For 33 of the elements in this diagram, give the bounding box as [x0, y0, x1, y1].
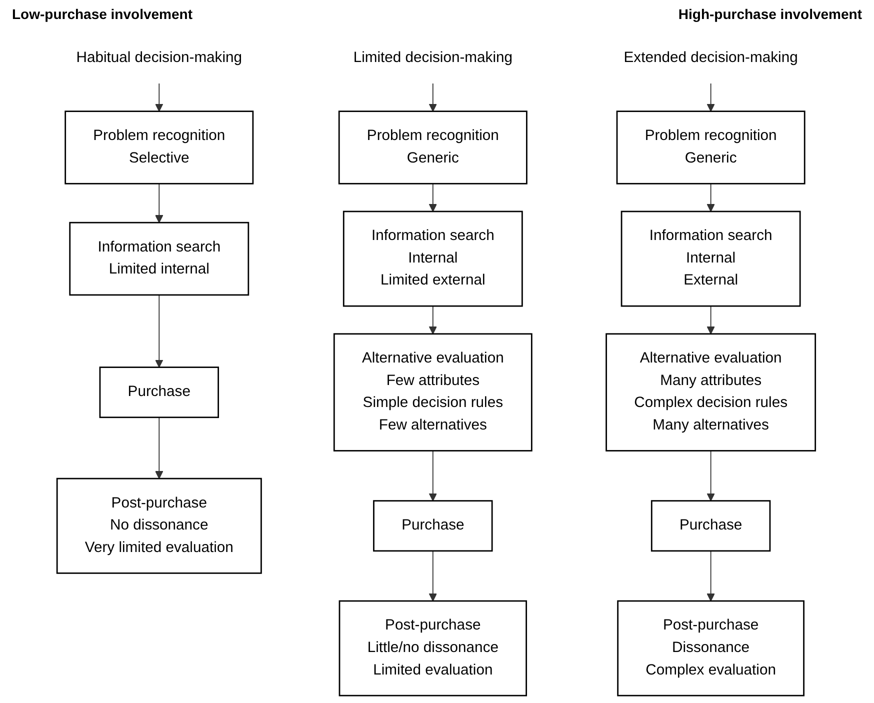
node-box: Problem recognition Generic	[616, 110, 806, 184]
node-box: Problem recognition Generic	[338, 110, 528, 184]
node-box: Post-purchase Dissonance Complex evaluation	[617, 600, 804, 696]
arrow	[428, 183, 437, 212]
node-text: Habitual decision-making	[76, 50, 242, 66]
node-box: Information search Internal Limited external	[342, 210, 523, 307]
node-box: Purchase	[373, 500, 493, 552]
node-box: Purchase	[650, 500, 771, 552]
arrow	[428, 450, 437, 502]
arrow	[706, 306, 715, 334]
node-box: Alternative evaluation Many attributes Complex decision rules Many alternatives	[606, 333, 816, 452]
arrow	[428, 83, 437, 112]
arrow	[155, 294, 164, 368]
node-box: Problem recognition Selective	[64, 110, 254, 184]
node-box: Information search Limited internal	[69, 222, 250, 296]
arrow	[428, 550, 437, 602]
arrow	[155, 83, 164, 112]
arrow	[706, 550, 715, 602]
node-box: Purchase	[99, 366, 219, 418]
arrow	[428, 306, 437, 334]
arrow	[706, 450, 715, 502]
node-text: Extended decision-making	[624, 50, 798, 66]
node-box: Alternative evaluation Few attributes Simple decision rules Few alternatives	[333, 333, 532, 452]
arrow	[706, 183, 715, 212]
node-box: Post-purchase Little/no dissonance Limited evaluation	[338, 600, 527, 696]
node-text: Limited decision-making	[353, 50, 512, 66]
arrow	[155, 183, 164, 223]
heading-label: High-purchase involvement	[678, 6, 862, 24]
node-box: Information search Internal External	[620, 210, 801, 307]
arrow	[155, 416, 164, 479]
node-box: Post-purchase No dissonance Very limited evaluation	[56, 478, 262, 574]
arrow	[706, 83, 715, 112]
heading-label: Low-purchase involvement	[12, 6, 192, 24]
